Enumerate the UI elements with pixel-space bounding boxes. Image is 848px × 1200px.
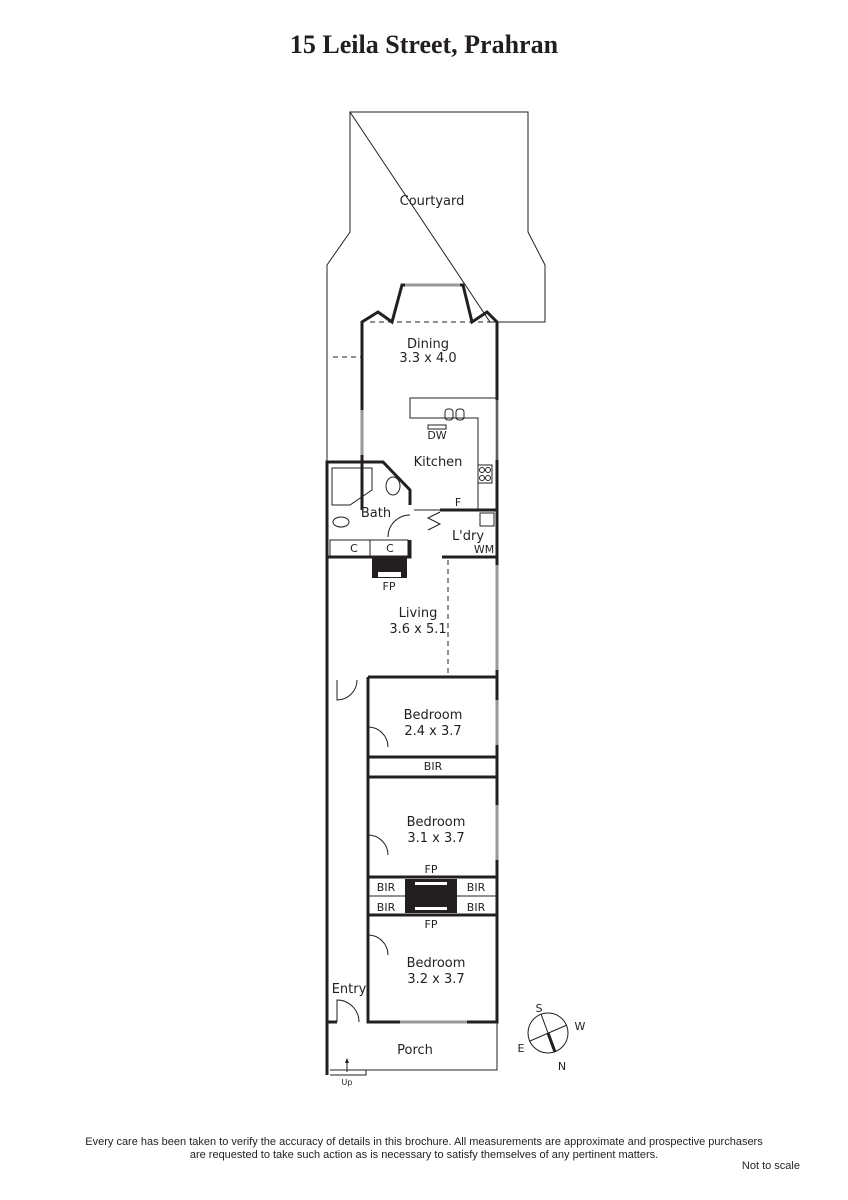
toilet-icon [332,516,350,528]
room-label-bedroom-1: Bedroom [404,708,463,723]
bir-label: BIR [424,760,443,773]
room-label-bedroom-2: Bedroom [407,815,466,830]
compass-east: E [518,1042,525,1055]
not-to-scale-note: Not to scale [741,1160,800,1172]
cupboard-label: C [350,542,358,555]
room-label-entry: Entry [332,982,367,997]
fireplace [372,557,407,578]
dishwasher [427,424,447,430]
room-size-bedroom-3: 3.2 x 3.7 [407,972,464,987]
cooktop-icon [477,464,493,484]
room-size-living: 3.6 x 5.1 [389,622,446,637]
up-arrow-icon [345,1058,349,1072]
bathtub-icon [331,467,373,506]
fridge-label: F [455,496,461,509]
compass-north: N [558,1060,566,1073]
room-label-living: Living [399,606,438,621]
room-label-kitchen: Kitchen [414,455,463,470]
disclaimer: Every care has been taken to verify the … [0,1136,848,1162]
porch-step [330,1070,367,1076]
fireplace-label: FP [383,580,396,593]
dishwasher-label: DW [427,429,446,442]
up-label: Up [342,1078,353,1087]
sink-icon [444,408,454,421]
page-title: 15 Leila Street, Prahran [289,30,559,59]
room-label-laundry: L'dry [452,529,484,544]
bedroom1-door [367,726,389,748]
hall-door [336,679,358,701]
double-fireplace [405,879,457,913]
fireplace-label: FP [425,918,438,931]
room-label-porch: Porch [397,1043,433,1058]
sink-icon [455,408,465,421]
compass-west: W [575,1020,586,1033]
compass-icon [527,1012,569,1054]
room-size-dining: 3.3 x 4.0 [399,351,456,366]
disclaimer-line-1: Every care has been taken to verify the … [85,1136,763,1148]
entry-door [336,999,360,1023]
courtyard-outline [349,111,546,323]
bir-label: BIR [377,901,396,914]
compass-south: S [536,1002,543,1015]
fireplace-label: FP [425,863,438,876]
bir-label: BIR [467,881,486,894]
room-size-bedroom-2: 3.1 x 3.7 [407,831,464,846]
room-label-courtyard: Courtyard [400,194,465,209]
cupboard-label: C [386,542,394,555]
bedroom3-door [367,934,389,956]
stair-arrow [426,511,442,531]
room-label-bedroom-3: Bedroom [407,956,466,971]
courtyard-left-fence [326,112,351,462]
bir-label: BIR [467,901,486,914]
bath-door [387,514,411,538]
bir-label: BIR [377,881,396,894]
room-size-bedroom-1: 2.4 x 3.7 [404,724,461,739]
porch-outline [330,1022,498,1071]
disclaimer-line-2: are requested to take such action as is … [189,1149,659,1161]
basin-icon [385,476,401,496]
room-label-dining: Dining [407,337,449,352]
room-label-bath: Bath [361,506,391,521]
bedroom2-door [367,834,389,856]
bath-walls-angled [362,460,412,505]
laundry-trough-icon [479,512,495,527]
washing-machine-label: WM [474,543,494,556]
